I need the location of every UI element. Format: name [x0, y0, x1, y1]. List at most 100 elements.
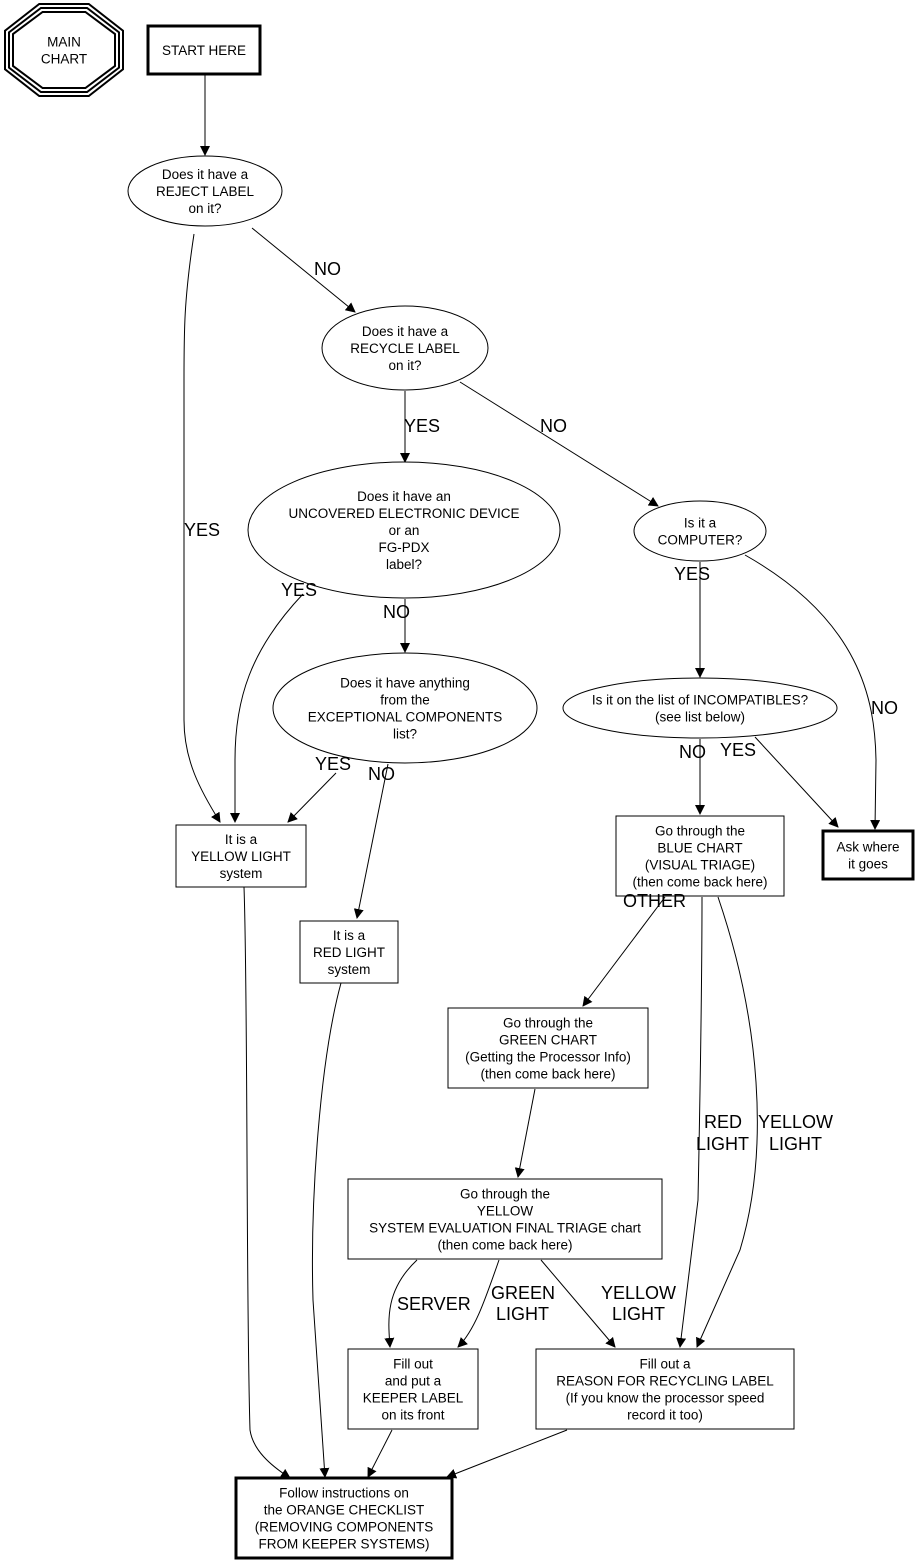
edge-exceptional-to-yellow: [287, 772, 337, 823]
edge-blue-to-reason: [676, 896, 703, 1348]
node-text-line: Ask where: [836, 840, 899, 855]
edge-incompat-to-ask: [754, 736, 839, 828]
edge-uncovered-to-yellow: [230, 593, 304, 823]
node-text-line: REJECT LABEL: [156, 184, 255, 199]
node-keeper: Fill out and put a KEEPER LABEL on its fron…: [347, 1348, 479, 1430]
node-text-line: GREEN CHART: [499, 1033, 597, 1048]
edge-green-to-final: [514, 1088, 536, 1178]
terminal-box: [234, 1476, 454, 1560]
node-text-line: Does it have anything: [340, 676, 470, 691]
edge-label-yes: YES: [281, 580, 317, 600]
process-box: [347, 1178, 663, 1260]
edge-label-green-light: GREEN: [491, 1283, 555, 1303]
edge-label-no: NO: [314, 259, 341, 279]
node-reason: Fill out a REASON FOR RECYCLING LABEL (If …: [535, 1348, 795, 1430]
edge-label-red-light: LIGHT: [696, 1134, 749, 1154]
node-text-line: it goes: [848, 857, 888, 872]
process-box: [347, 1348, 479, 1430]
node-text-line: SYSTEM EVALUATION FINAL TRIAGE chart: [369, 1221, 641, 1236]
node-text-line: Go through the: [503, 1016, 593, 1031]
edge-yellow-to-orange: [243, 886, 291, 1479]
edge-blue-to-reason: [696, 896, 758, 1348]
node-text-line: Go through the: [655, 824, 745, 839]
process-box: [615, 815, 785, 897]
node-text-line: label?: [386, 557, 422, 572]
octagon-border: [12, 11, 116, 89]
edge-reject-to-recycle: [251, 227, 356, 313]
process-box: [175, 824, 307, 888]
terminal-box: [821, 829, 915, 881]
decision-ellipse: [321, 305, 489, 391]
node-text-line: (If you know the processor speed: [566, 1391, 765, 1406]
edge-label-yes: YES: [315, 754, 351, 774]
node-text-line: CHART: [41, 52, 87, 67]
edge-label-yellow-light: YELLOW: [758, 1112, 833, 1132]
node-text-line: the ORANGE CHECKLIST: [264, 1503, 425, 1518]
terminal-box: [146, 24, 262, 76]
node-text-line: and put a: [385, 1374, 442, 1389]
node-text-line: (then come back here): [480, 1067, 615, 1082]
edge-label-yellow-light: YELLOW: [601, 1283, 676, 1303]
node-text-line: Is it on the list of INCOMPATIBLES?: [592, 693, 808, 708]
node-text-line: Does it have a: [362, 324, 449, 339]
node-text-line: Does it have a: [162, 167, 249, 182]
edge-label-red-light: RED: [704, 1112, 742, 1132]
node-text-line: Is it a: [684, 516, 717, 531]
node-text-line: Fill out: [393, 1357, 433, 1372]
node-text-line: (see list below): [655, 710, 745, 725]
node-text-line: system: [328, 962, 371, 977]
edge-label-no: NO: [679, 742, 706, 762]
edge-exceptional-to-red: [353, 763, 389, 919]
edge-label-yellow-light: LIGHT: [612, 1304, 665, 1324]
node-text-line: on its front: [381, 1408, 444, 1423]
node-text-line: FG-PDX: [378, 540, 429, 555]
node-text-line: Fill out a: [639, 1357, 691, 1372]
edge-reject-to-yellow: [183, 233, 221, 823]
node-text-line: EXCEPTIONAL COMPONENTS: [308, 710, 503, 725]
process-box: [299, 920, 399, 984]
node-text-line: record it too): [627, 1408, 703, 1423]
node-text-line: Does it have an: [357, 489, 451, 504]
edge-label-yes: YES: [404, 416, 440, 436]
node-text-line: on it?: [188, 201, 221, 216]
edge-blue-to-green: [582, 896, 666, 1007]
edge-label-yellow-light: LIGHT: [769, 1134, 822, 1154]
edge-label-no: NO: [368, 764, 395, 784]
decision-ellipse: [127, 155, 283, 227]
node-orange: Follow instructions on the ORANGE CHECKLI…: [234, 1476, 454, 1560]
node-text-line: (Getting the Processor Info): [465, 1050, 631, 1065]
node-text-line: KEEPER LABEL: [363, 1391, 464, 1406]
node-text-line: RED LIGHT: [313, 945, 385, 960]
node-ask: Ask where it goes: [821, 829, 915, 881]
node-reject: Does it have a REJECT LABEL on it?: [127, 155, 283, 227]
node-text-line: on it?: [388, 358, 421, 373]
edge-keeper-to-orange: [367, 1429, 393, 1478]
node-text-line: MAIN: [47, 35, 81, 50]
edge-red-to-orange: [311, 982, 342, 1478]
node-main: MAIN CHART: [4, 3, 124, 97]
node-uncovered: Does it have an UNCOVERED ELECTRONIC DEVI…: [247, 461, 561, 599]
node-text-line: It is a: [225, 832, 258, 847]
node-text-line: (then come back here): [632, 875, 767, 890]
process-box: [447, 1007, 649, 1089]
node-text-line: UNCOVERED ELECTRONIC DEVICE: [288, 506, 519, 521]
decision-ellipse: [272, 652, 538, 764]
node-text-line: Follow instructions on: [279, 1486, 409, 1501]
edge-label-yes: YES: [184, 520, 220, 540]
node-text-line: (VISUAL TRIAGE): [645, 858, 755, 873]
node-text-line: or an: [389, 523, 420, 538]
decision-ellipse: [633, 500, 767, 562]
decision-ellipse: [562, 677, 838, 739]
edge-label-server: SERVER: [397, 1294, 471, 1314]
node-text-line: REASON FOR RECYCLING LABEL: [556, 1374, 774, 1389]
node-text-line: Go through the: [460, 1187, 550, 1202]
node-text-line: list?: [393, 727, 417, 742]
